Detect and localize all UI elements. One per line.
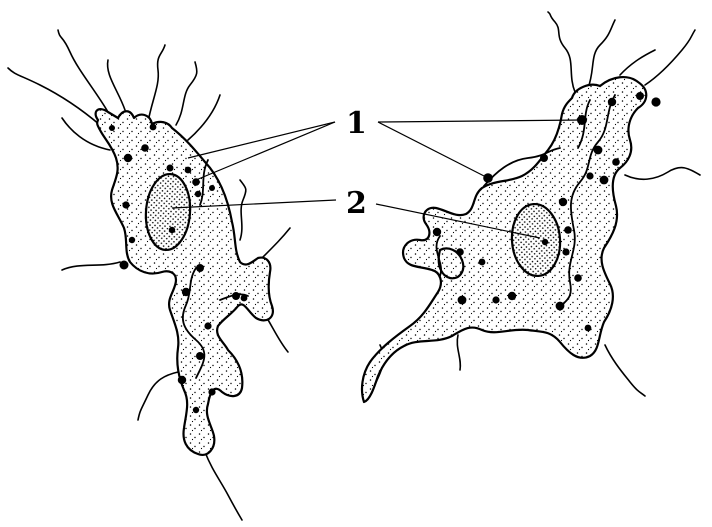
right-cell-fiber — [588, 20, 615, 88]
left-cell-fiber — [205, 452, 242, 520]
leader-line-1 — [378, 122, 488, 178]
left-cell-fiber — [62, 262, 120, 270]
right-cell — [362, 12, 700, 402]
left-cell-fiber — [108, 60, 125, 110]
right-cell-fiber — [457, 335, 460, 370]
left-cell-fiber — [188, 95, 220, 140]
right-cell-nucleolus — [542, 239, 548, 245]
left-cell-fiber — [148, 45, 165, 122]
left-cell-fiber — [138, 372, 178, 420]
left-cell-fiber — [240, 180, 246, 240]
right-cell-fiber — [548, 12, 575, 92]
label-2: 2 — [346, 186, 367, 221]
right-cell-fiber — [645, 30, 695, 85]
right-cell-fiber — [625, 168, 700, 180]
label-1: 1 — [346, 106, 367, 141]
right-cell-fiber — [620, 50, 655, 75]
left-cell-fiber — [8, 68, 100, 125]
left-cell-fiber — [262, 228, 290, 258]
left-cell-body — [96, 109, 273, 455]
left-cell-fiber — [176, 62, 197, 125]
left-cell-nucleolus — [169, 227, 175, 233]
right-cell-body — [362, 77, 646, 402]
right-cell-fiber — [605, 345, 645, 396]
leader-line-1 — [378, 120, 582, 122]
left-cell — [8, 30, 290, 520]
